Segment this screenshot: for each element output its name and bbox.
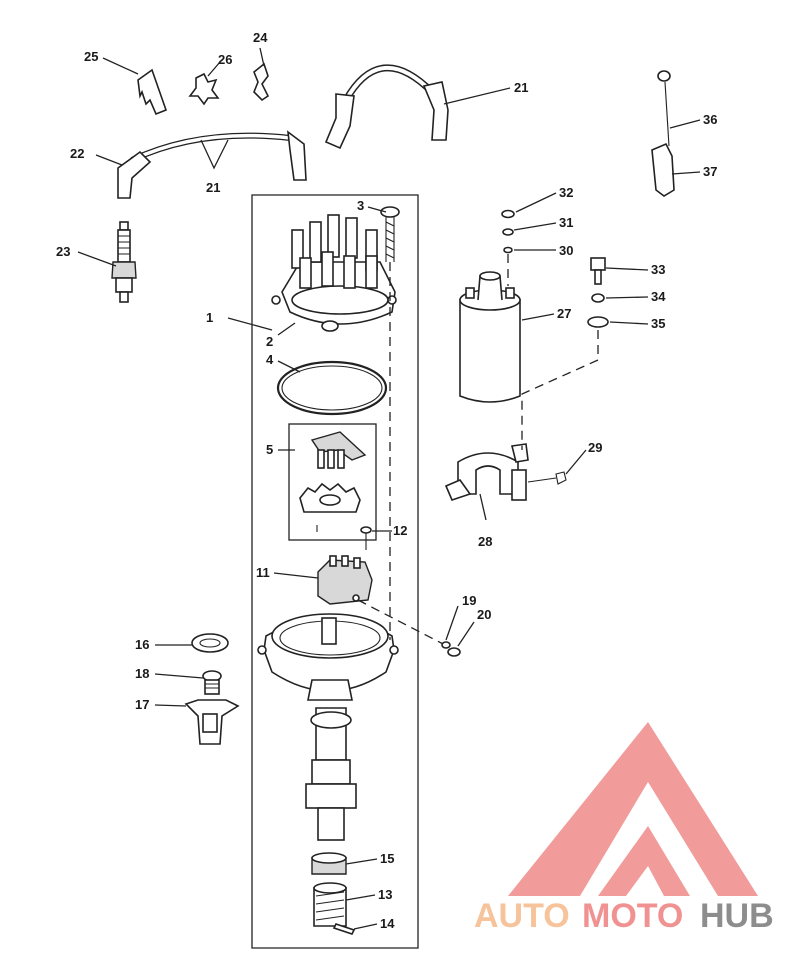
ignition-coil: [459, 271, 521, 403]
callout-35: 35: [651, 316, 665, 331]
wire-holder-37: [651, 142, 675, 197]
callout-5: 5: [266, 442, 273, 457]
bracket-screw: [527, 471, 567, 485]
callout-34: 34: [651, 289, 666, 304]
washer-30: [503, 246, 513, 254]
callout-37: 37: [703, 164, 717, 179]
callout-27: 27: [557, 306, 571, 321]
callout-25: 25: [84, 49, 98, 64]
callout-12: 12: [393, 523, 407, 538]
module-screw: [360, 526, 372, 550]
callout-29: 29: [588, 440, 602, 455]
callout-17: 17: [135, 697, 149, 712]
callout-18: 18: [135, 666, 149, 681]
coil-bracket: [444, 443, 529, 501]
dash-coil-bracket: [521, 330, 599, 450]
callout-14: 14: [380, 916, 395, 931]
alignment-dash-module: [357, 599, 446, 646]
callout-31: 31: [559, 215, 573, 230]
washer: [191, 633, 229, 653]
nut-32: [501, 209, 515, 219]
callout-2: 2: [266, 334, 273, 349]
callout-33: 33: [651, 262, 665, 277]
tie-rod-36: [657, 70, 671, 147]
gear-roll-pin: [332, 923, 356, 935]
ignition-module: [317, 555, 373, 605]
spark-plug: [111, 221, 137, 303]
nut-34: [591, 293, 605, 303]
distributor-cap: [271, 214, 397, 332]
callout-13: 13: [378, 887, 392, 902]
callout-22: 22: [70, 146, 84, 161]
callout-23: 23: [56, 244, 70, 259]
wire-separator-25: [137, 68, 168, 116]
logo-text-hub: HUB: [700, 897, 774, 935]
shaft-bushing: [311, 852, 347, 875]
assembly-frame: [251, 194, 419, 949]
callout-26: 26: [218, 52, 232, 67]
drive-gear: [313, 882, 347, 927]
plug-wire-left: [117, 130, 307, 199]
logo-text-auto: AUTO: [474, 897, 570, 935]
callout-11: 11: [256, 565, 270, 580]
callout-1: 1: [206, 310, 213, 325]
nut-20: [447, 647, 461, 657]
logo-text-moto: MOTO: [582, 897, 683, 935]
washer-35: [587, 316, 609, 328]
leader-lines: [77, 47, 701, 930]
wire-clip-24: [253, 62, 270, 102]
logo-triangle-inner: [598, 826, 690, 896]
callout-3: 3: [357, 198, 364, 213]
plug-wire-top: [324, 64, 449, 150]
lockwasher-31: [502, 228, 514, 236]
cap-seal-ring: [276, 360, 388, 416]
wire-separator-26: [188, 72, 220, 106]
cap-screw: [380, 206, 400, 262]
callout-4: 4: [266, 352, 274, 367]
automotohub-logo: AUTO MOTO HUB: [474, 722, 774, 935]
callout-24: 24: [253, 30, 268, 45]
callout-19: 19: [462, 593, 476, 608]
callout-16: 16: [135, 637, 149, 652]
callout-20: 20: [477, 607, 491, 622]
callout-32: 32: [559, 185, 573, 200]
washer-19: [441, 641, 451, 649]
bolt-33: [590, 257, 606, 285]
callout-28: 28: [478, 534, 492, 549]
rotor-kit-box: [288, 423, 377, 541]
callout-21-left: 21: [206, 180, 220, 195]
callout-30: 30: [559, 243, 573, 258]
bolt: [202, 670, 222, 695]
advance-weight: [184, 699, 240, 745]
distributor-housing: [257, 613, 399, 841]
callout-21-top: 21: [514, 80, 528, 95]
logo-triangle: [508, 722, 758, 896]
callout-15: 15: [380, 851, 394, 866]
callout-36: 36: [703, 112, 717, 127]
